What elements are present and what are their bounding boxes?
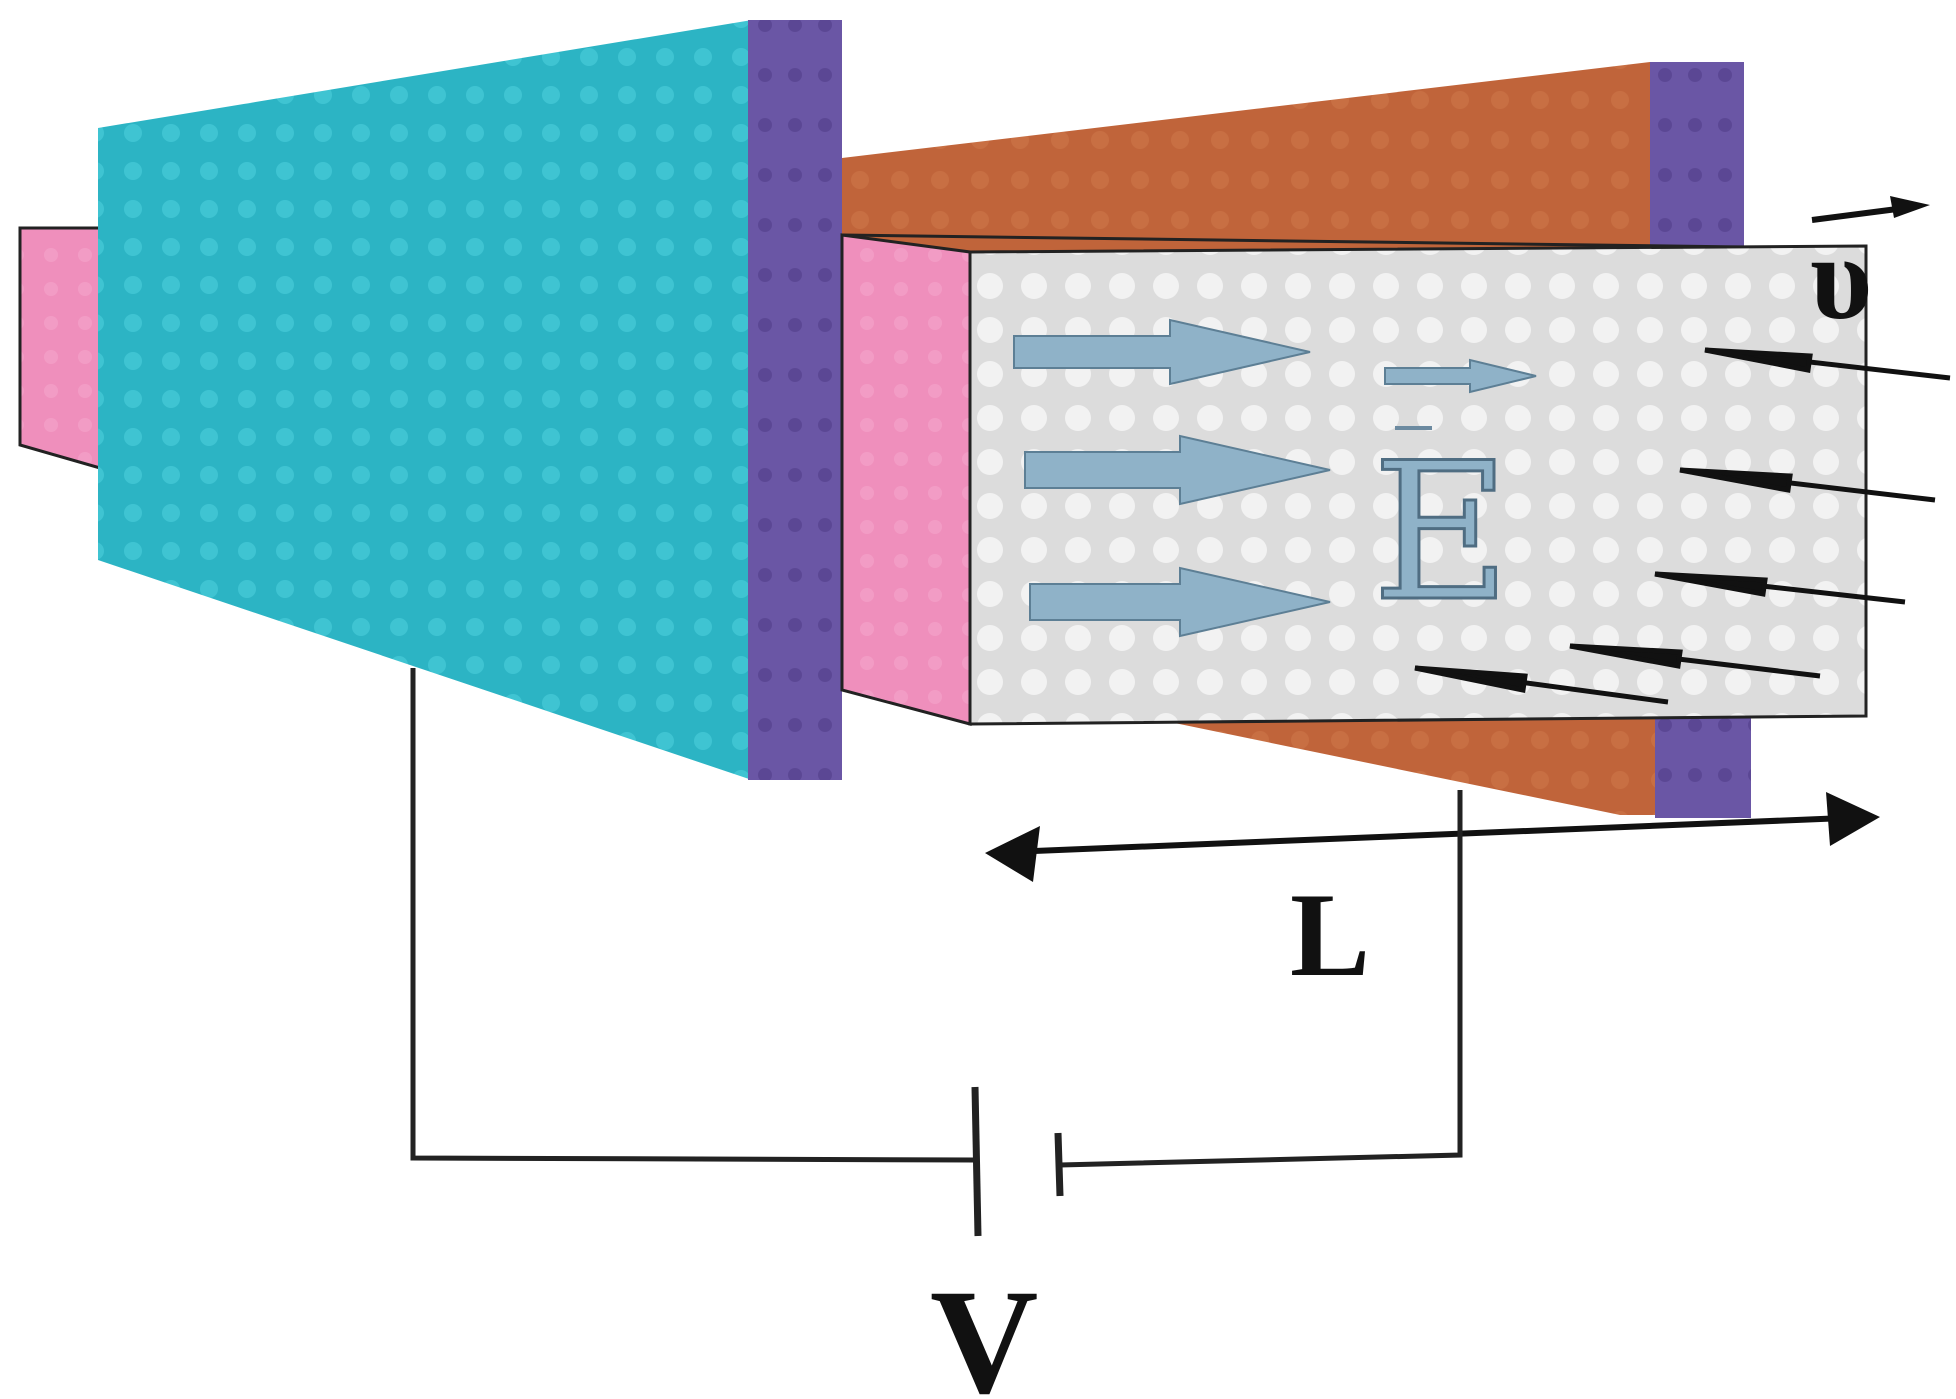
wire-left: [410, 668, 976, 1163]
streak-5-head: [1414, 665, 1528, 693]
length-arrow-right-head: [1826, 792, 1880, 846]
wire-right: [1059, 790, 1463, 1168]
length-arrow-left-head: [985, 826, 1040, 882]
channel-side-face: [840, 233, 972, 726]
cyan-electrode: [98, 20, 752, 780]
channel-top-edge: [841, 233, 1821, 250]
field-label: E: [1372, 422, 1511, 643]
field-arrow-2: [1384, 358, 1537, 394]
particle-streaks: [1414, 347, 1951, 705]
velocity-label: υ: [1810, 211, 1872, 344]
left-violet-plate: [748, 20, 842, 780]
battery-long-plate: [971, 1086, 982, 1237]
length-label: L: [1290, 868, 1370, 1001]
streak-1-head: [1704, 347, 1813, 373]
right-violet-plate-bottom: [1655, 712, 1751, 818]
field-label-group: E: [1371, 421, 1513, 645]
velocity-overbar-head: [1890, 196, 1930, 218]
right-violet-plate-top: [1650, 62, 1744, 262]
length-marker: L: [985, 792, 1880, 1001]
field-arrow-1: [1013, 318, 1311, 386]
field-arrows: [1013, 318, 1537, 638]
field-arrow-3: [1024, 434, 1331, 506]
orange-electrode-top: [842, 62, 1650, 252]
voltage-label: V: [930, 1259, 1038, 1399]
field-arrow-4: [1029, 566, 1331, 638]
length-arrow-shaft: [1009, 815, 1846, 855]
velocity-label-group: υ: [1810, 196, 1930, 344]
left-pink-stub: [18, 226, 102, 470]
battery-short-plate: [1054, 1132, 1064, 1197]
streak-4-head: [1569, 643, 1683, 669]
orange-electrode-bottom: [1160, 712, 1655, 815]
velocity-overbar: [1811, 205, 1906, 223]
circuit: [410, 668, 1463, 1237]
streak-2-head: [1679, 467, 1793, 493]
streak-3-head: [1654, 571, 1768, 597]
